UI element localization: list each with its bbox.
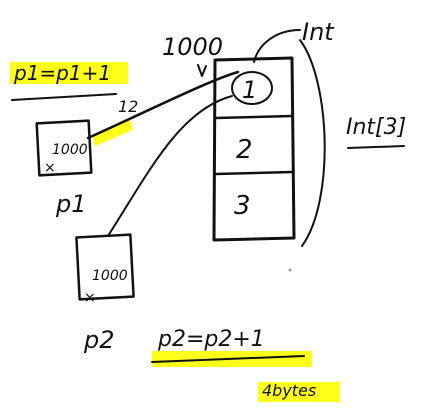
p2-expression: p2=p2+1	[157, 327, 265, 352]
p1-name: p1	[55, 190, 87, 218]
p2-x-mark: ×	[84, 290, 96, 306]
stray-dot	[288, 268, 292, 272]
int-type-label: Int	[302, 18, 335, 46]
p1-cell-value: 1000	[52, 142, 88, 158]
p2-pointer-line	[107, 95, 233, 237]
bytes-note: 4bytes	[262, 381, 316, 400]
p1-expression: p1=p1+1	[13, 61, 111, 85]
p1-expr-underline	[11, 93, 117, 101]
array-value-1: 1	[242, 76, 257, 104]
array-value-3: 3	[234, 191, 251, 221]
p1-x-mark: ×	[44, 160, 56, 176]
highlight-4bytes	[258, 382, 340, 402]
array-divider-1	[214, 114, 294, 120]
highlight-p1-expr	[10, 62, 128, 84]
array-type-label: Int[3]	[346, 115, 406, 140]
p1-box	[35, 119, 93, 177]
int-label-arc	[253, 29, 301, 63]
address-tick	[197, 64, 207, 77]
p2-expr-underline	[151, 355, 305, 363]
array-divider-2	[214, 170, 294, 176]
address-label: 1000	[162, 33, 223, 61]
array-value-2: 2	[236, 135, 253, 165]
p2-cell-value: 1000	[92, 268, 128, 284]
p2-box	[75, 233, 135, 301]
highlight-p1-arrow	[92, 118, 133, 146]
cell-1-circle	[231, 71, 273, 105]
p2-name: p2	[83, 326, 115, 354]
p1-pointer-line	[86, 70, 240, 140]
array-outline	[212, 56, 296, 242]
offset-label: 12	[118, 97, 138, 116]
array-type-underline	[347, 145, 405, 149]
array-bracket	[299, 39, 326, 247]
